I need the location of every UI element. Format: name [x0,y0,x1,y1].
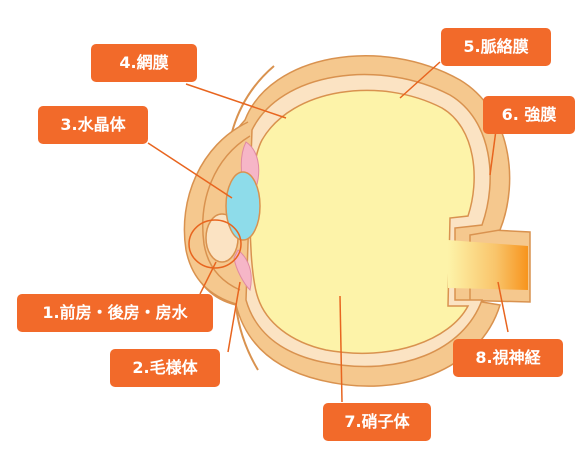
label-chambers: 1.前房・後房・房水 [17,294,213,332]
label-optic-nerve: 8.視神経 [453,339,563,377]
eyelid-lower [235,305,259,371]
leader-sclera [489,129,497,176]
chamber-highlight [188,219,242,269]
leader-chambers [199,261,217,295]
leader-lens [147,142,233,199]
cornea-inner [202,135,251,291]
cornea [183,121,249,305]
label-lens: 3.水晶体 [38,106,148,144]
lens [225,171,261,241]
optic-nerve-inner [448,240,528,290]
leader-optic [497,281,509,333]
label-choroid: 5.脈絡膜 [441,28,551,66]
leader-choroid [399,61,441,99]
leader-vitreous [339,295,343,403]
leader-retina [185,83,287,119]
leader-ciliary [227,281,241,353]
vitreous-body [249,89,475,354]
iris-lower [233,249,252,291]
label-vitreous: 7.硝子体 [323,403,431,441]
label-retina: 4.網膜 [91,44,197,82]
label-sclera: 6. 強膜 [483,96,575,134]
label-ciliary-body: 2.毛様体 [110,349,220,387]
